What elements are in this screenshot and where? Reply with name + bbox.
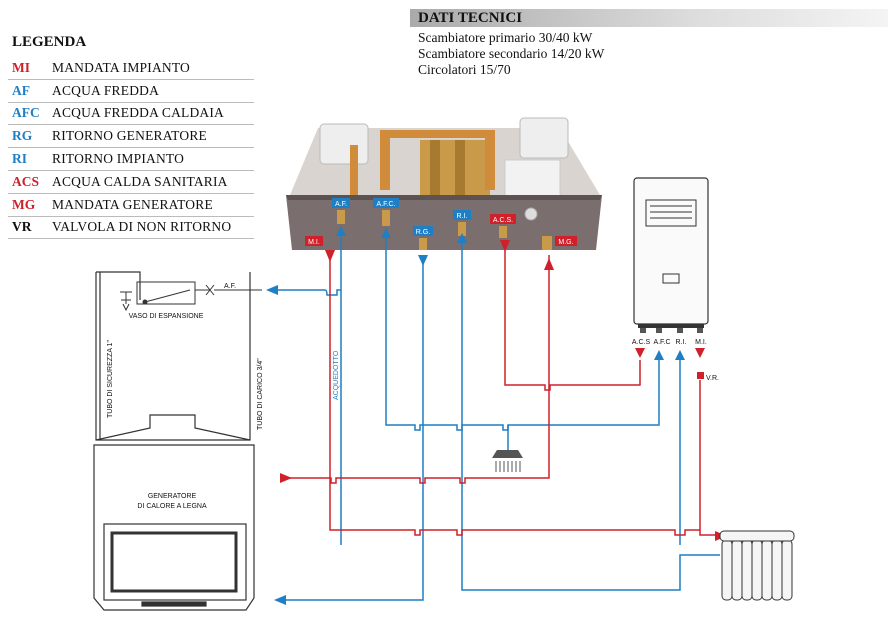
port-label: A.F.C. [376,201,395,208]
wall-boiler [633,177,709,333]
legend-label: MANDATA IMPIANTO [52,59,191,75]
pipes [270,230,720,601]
legend-code: RG [12,128,33,144]
legend-title: LEGENDA [12,34,87,50]
module-port-acs: A.C.S. [490,214,516,238]
legend-code: VR [12,219,32,235]
port-label: A.F. [335,201,347,208]
module-port-mi: M.I. [305,236,323,246]
legend-row-af: AF ACQUA FREDDA [8,80,254,103]
legend-row-rg: RG RITORNO GENERATORE [8,125,254,149]
legend-row-ri: RI RITORNO IMPIANTO [8,148,254,171]
check-valve-icon [697,372,704,379]
legend-row-acs: ACS ACQUA CALDA SANITARIA [8,171,254,194]
module-port-mg: M.G. [542,236,577,250]
module-port-rg: R.G. [413,226,433,250]
exchanger-module [286,117,602,250]
legend-row-vr: VR VALVOLA DI NON RITORNO [8,217,254,240]
boiler-port-mi: M.I. [695,339,707,346]
port-label: R.I. [457,213,468,220]
legend-label: RITORNO GENERATORE [52,128,207,144]
legend-code: RI [12,151,28,167]
legend-label: ACQUA CALDA SANITARIA [52,173,228,189]
expansion-tank [120,281,262,312]
legend-row-mg: MG MANDATA GENERATORE [8,194,254,217]
af-tank-label: A.F. [224,283,236,290]
tech-line: Scambiatore secondario 14/20 kW [418,46,605,61]
generator-label-1: GENERATORE [148,493,197,500]
legend-label: RITORNO IMPIANTO [52,151,185,167]
tubo-sicurezza-label: TUBO DI SICUREZZA 1" [107,340,114,418]
legend-label: MANDATA GENERATORE [52,196,213,212]
legend-code: MI [12,59,30,75]
legend-code: AF [12,82,30,98]
legend-row-afc: AFC ACQUA FREDDA CALDAIA [8,103,254,126]
boiler-port-afc: A.F.C [653,339,670,346]
module-port-af: A.F. [332,198,350,224]
legend-label: VALVOLA DI NON RITORNO [52,219,232,235]
tech-title: DATI TECNICI [410,9,888,27]
tech-line: Circolatori 15/70 [418,62,511,77]
tech-line: Scambiatore primario 30/40 kW [418,30,593,45]
generator-label-2: DI CALORE A LEGNA [137,503,207,510]
legend: LEGENDA MI MANDATA IMPIANTO AF ACQUA FREDD… [8,34,254,240]
legend-label: ACQUA FREDDA CALDAIA [52,105,225,121]
port-label: M.G. [558,239,573,246]
legend-row-mi: MI MANDATA IMPIANTO [8,57,254,80]
vaso-label: VASO DI ESPANSIONE [129,313,204,320]
radiator-icon [719,530,795,601]
tech-data-panel: DATI TECNICI Scambiatore primario 30/40 … [410,9,888,78]
boiler-port-acs: A.C.S [632,339,651,346]
legend-code: AFC [12,105,40,121]
module-port-ri: R.I. [453,210,471,236]
boiler-port-ri: R.I. [676,339,687,346]
wood-heat-generator [93,271,255,611]
flow-arrows [266,226,727,605]
shower-icon [492,450,523,472]
tubo-carico-label: TUBO DI CARICO 3/4" [257,358,264,430]
acquedotto-label: ACQUEDOTTO [333,350,340,400]
port-label: M.I. [308,239,320,246]
gauge-icon [524,207,538,221]
vr-label: V.R. [706,375,719,382]
legend-label: ACQUA FREDDA [52,82,160,98]
legend-code: ACS [12,173,40,189]
module-port-afc: A.F.C. [373,198,399,226]
port-label: A.C.S. [493,217,513,224]
legend-code: MG [12,196,36,212]
port-label: R.G. [416,229,430,236]
